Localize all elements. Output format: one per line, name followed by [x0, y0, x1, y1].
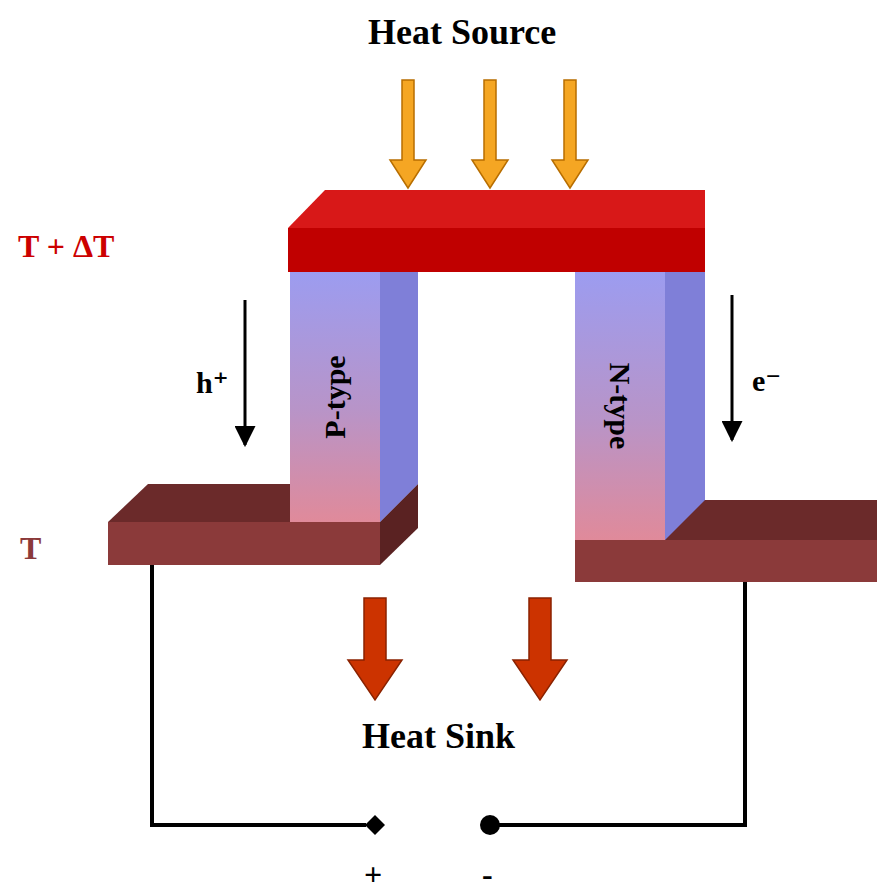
- wire-negative: [496, 582, 745, 825]
- electron-flow-arrow: [731, 295, 734, 440]
- hot-plate: [288, 190, 705, 272]
- hot-temperature-label: T + ΔT: [18, 230, 114, 262]
- heat-sink-label: Heat Sink: [362, 718, 515, 754]
- hole-carrier-label: h⁺: [196, 368, 229, 398]
- p-type-leg: P-type: [290, 272, 380, 522]
- hole-flow-arrow: [244, 300, 247, 445]
- wire-positive: [152, 565, 366, 825]
- p-leg-side: [380, 232, 418, 522]
- negative-sign: -: [482, 858, 493, 890]
- heat-source-arrows: [390, 80, 588, 188]
- electron-carrier-label: e⁻: [752, 366, 781, 396]
- leg-label: N-type: [605, 363, 635, 450]
- positive-sign: +: [364, 858, 382, 890]
- n-type-leg: N-type: [575, 272, 665, 540]
- cold-temperature-label: T: [20, 532, 41, 564]
- leg-label: P-type: [320, 355, 350, 438]
- n-leg-side: [665, 232, 705, 540]
- heat-sink-arrows: [348, 598, 567, 700]
- negative-terminal: [480, 815, 500, 835]
- heat-source-label: Heat Source: [368, 14, 556, 50]
- positive-terminal: [365, 815, 385, 835]
